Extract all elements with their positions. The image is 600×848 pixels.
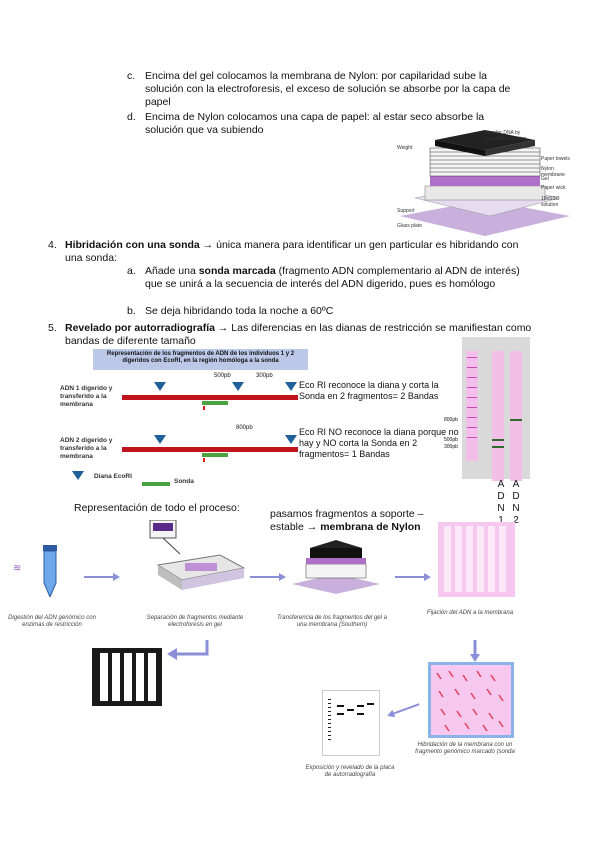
blot-label-paper-towels: Paper towels (541, 156, 570, 162)
adn1-probe-bar (202, 401, 228, 405)
section4-rest: → única manera para identificar un gen p… (65, 239, 519, 264)
lane-adn2 (510, 351, 522, 481)
blot-label-support: Support (397, 208, 415, 214)
blot-label-paper-wick: Paper wick (541, 185, 566, 191)
caption-transfer: Transferencia de los fragmentos del gel … (277, 615, 387, 628)
legend-sonda-label: Sonda (174, 478, 194, 485)
process-heading: Representación de todo el proceso: (74, 502, 240, 514)
note-adn1: Eco RI reconoce la diana y corta la Sond… (299, 380, 439, 401)
lane2-label-num: 2 (513, 515, 519, 526)
adn2-dna-bar (122, 447, 298, 452)
rflp-figure: Representación de los fragmentos de ADN … (60, 349, 460, 494)
length-500pb: 500pb (214, 373, 231, 379)
rflp-adn2-label: ADN 2 digerido y transferido a la membra… (60, 437, 113, 460)
membrane-result-panel: 800pb 500pb 300pb (444, 337, 530, 481)
caption-fixation: Fijación del ADN a la membrana (426, 610, 514, 616)
marker-500pb: 500pb (444, 437, 458, 443)
legend-sonda-icon (142, 482, 170, 486)
section4-title: Hibridación con una sonda (65, 239, 200, 251)
caption-digestion: Digestión del ADN genómico con enzimas d… (8, 615, 96, 628)
note-adn2: Eco RI NO reconoce la diana porque no ha… (299, 427, 459, 459)
length-300pb: 300pb (256, 373, 273, 379)
legend-diana-label: Diana EcoRI (94, 473, 132, 480)
adn1-dna-bar (122, 395, 298, 400)
down-arrow-icon (470, 640, 480, 662)
rflp-adn1-label: ADN 1 digerido y transferido a la membra… (60, 385, 113, 408)
blot-label-weight: Weight (397, 145, 413, 151)
ecori-site-marker (285, 435, 297, 444)
caption-autoradiography: Exposición y revelado de la placa de aut… (305, 765, 395, 778)
electrophoresis-icon (140, 519, 250, 600)
caption-hybridization: Hibridación de la membrana con un fragme… (415, 742, 515, 755)
section4-a-pre: Añade una (145, 265, 199, 277)
rflp-header: Representación de los fragmentos de ADN … (93, 349, 308, 370)
lane-adn1 (492, 351, 504, 481)
dna-strand-icon: ≋ (13, 563, 22, 574)
adn2-cut-mark (203, 458, 205, 462)
adn1-cut-mark (203, 406, 205, 410)
ecori-site-marker (285, 382, 297, 391)
gel-result-icon (92, 648, 162, 706)
adn2-probe-bar (202, 453, 228, 457)
marker-800pb: 800pb (444, 417, 458, 423)
section4-a-marker: a. (127, 265, 136, 277)
blot-label-nylon-membrane: Nylon membrane (541, 166, 565, 178)
section5-rest: → Las diferencias en las dianas de restr… (65, 322, 532, 347)
item-d-text: Encima de Nylon colocamos una capa de pa… (145, 111, 485, 136)
membrane-icon (438, 522, 515, 597)
ecori-site-marker (232, 382, 244, 391)
overlay-line1: pasamos fragmentos a soporte – (270, 508, 424, 520)
flow-arrow (395, 573, 431, 581)
tube-icon (43, 545, 57, 599)
flow-arrow-left (392, 703, 420, 715)
adn2-band-800 (510, 419, 522, 421)
section4-b-marker: b. (127, 305, 136, 317)
return-arrow-icon (165, 640, 215, 668)
item-c-text: Encima del gel colocamos la membrana de … (145, 70, 511, 108)
blot-label-glass-plate: Glass plate (397, 223, 423, 229)
ecori-site-marker (154, 435, 166, 444)
adn1-band-300 (492, 446, 504, 448)
section4-text: Hibridación con una sonda → única manera… (65, 239, 535, 265)
length-800pb: 800pb (236, 425, 253, 431)
section4-a-bold: sonda marcada (198, 265, 276, 277)
section5-text: Revelado por autorradiografía → Las dife… (65, 322, 535, 348)
blot-label-gel: Gel (541, 176, 549, 182)
blot-label-top: transfer DNA by membrane blotting (485, 130, 527, 142)
section5-number: 5. (48, 322, 57, 334)
section4-a-text: Añade una sonda marcada (fragmento ADN c… (145, 265, 525, 291)
ecori-site-marker (154, 382, 166, 391)
section4-number: 4. (48, 239, 57, 251)
item-d-marker: d. (127, 111, 136, 123)
overlay-line2-bold: membrana de Nylon (320, 521, 421, 533)
blot-apparatus-diagram: transfer DNA by membrane blotting Weight… (395, 128, 575, 238)
transfer-apparatus-icon (288, 538, 383, 596)
autoradiography-icon (322, 690, 380, 756)
flow-arrow (84, 573, 120, 581)
adn1-band-500 (492, 439, 504, 441)
item-c-marker: c. (127, 70, 136, 82)
marker-lane (466, 351, 478, 461)
caption-separation: Separación de fragmentos mediante electr… (146, 615, 244, 628)
flow-arrow (250, 573, 286, 581)
hybridization-icon (428, 662, 514, 738)
section4-b-text: Se deja hibridando toda la noche a 60ºC (145, 305, 334, 317)
overlay-line2-pre: estable → (270, 521, 321, 533)
overlay-note: pasamos fragmentos a soporte – estable →… (270, 508, 450, 534)
lane1-label-num: 1 (498, 515, 504, 526)
section4-a-post: (fragmento ADN complementario al ADN de … (145, 265, 520, 290)
blot-label-ssc: 10xSSC solution (541, 196, 560, 208)
section5-title: Revelado por autorradiografía (65, 322, 215, 334)
marker-300pb: 300pb (444, 444, 458, 450)
legend-diana-icon (72, 471, 84, 480)
